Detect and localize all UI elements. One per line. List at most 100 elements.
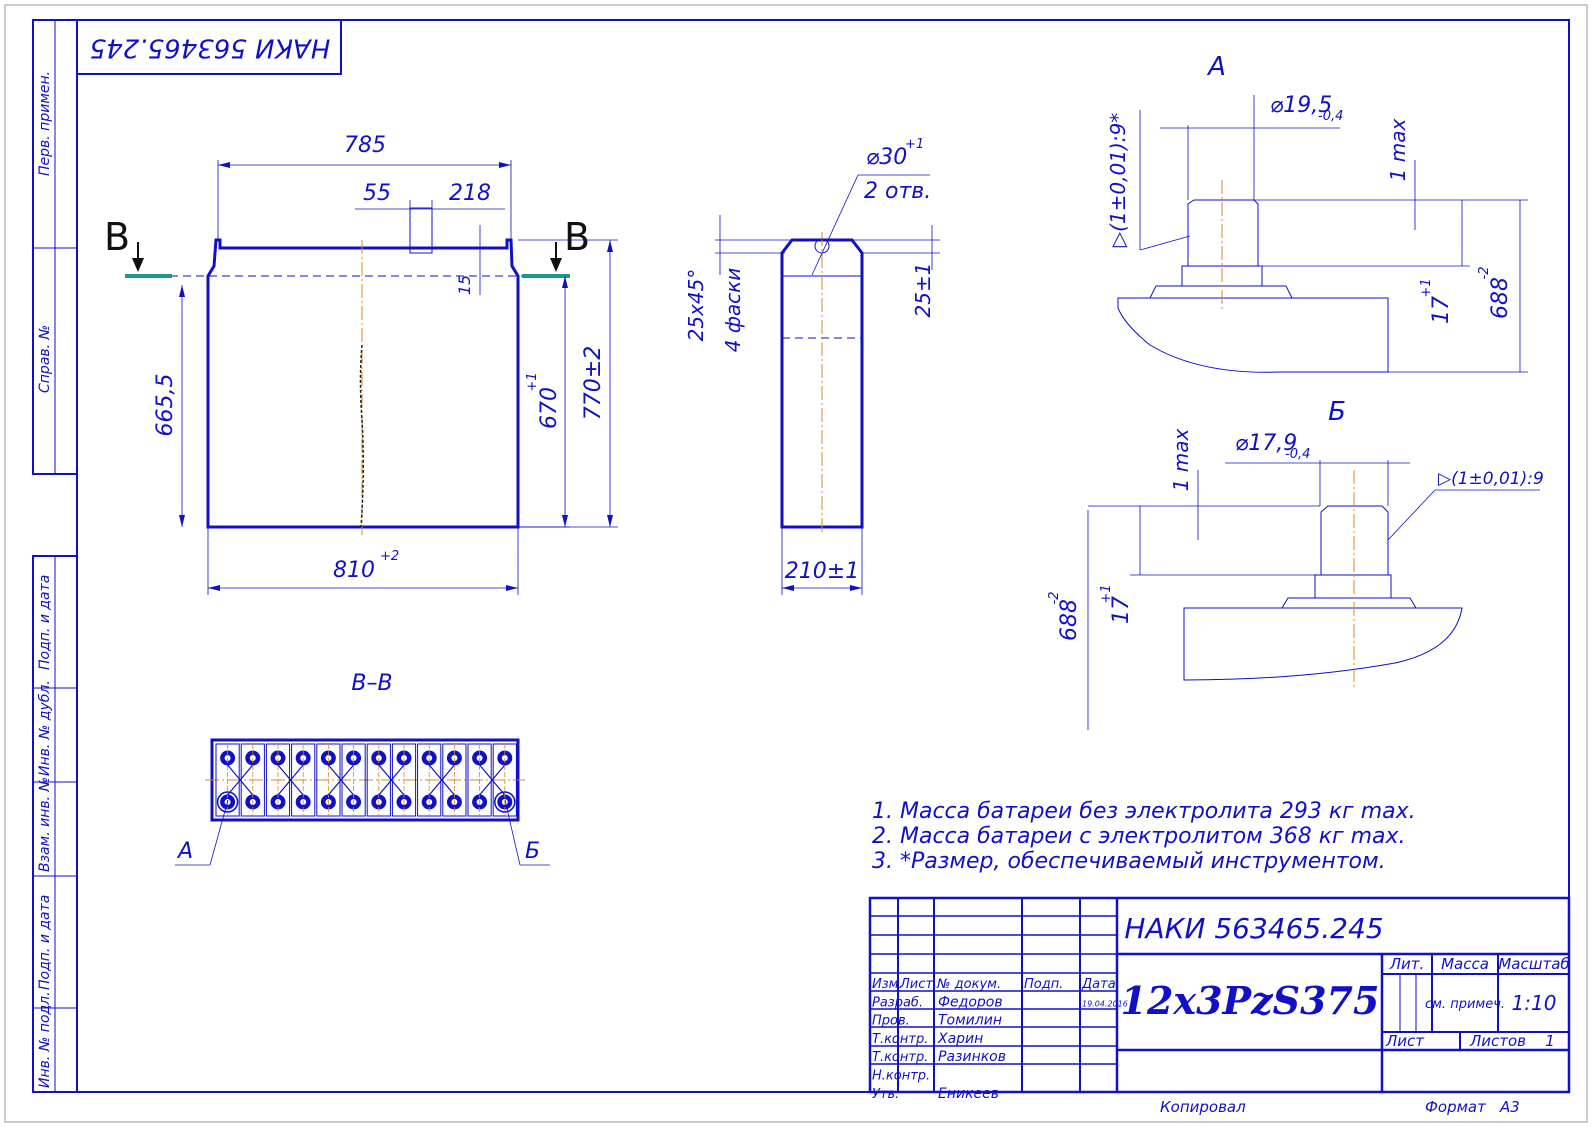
tb-role: Пров. <box>872 1014 910 1029</box>
scale-label: Масштаб <box>1498 955 1569 973</box>
section-cell <box>265 743 304 817</box>
tb-name: Харин <box>937 1031 983 1047</box>
format-label: Формат <box>1425 1098 1487 1116</box>
dim-810-tol: +2 <box>380 549 399 564</box>
outer-border <box>4 4 1588 1123</box>
section-cell <box>492 743 517 817</box>
strip-label-sprav: Справ. № <box>37 325 53 393</box>
dim-25: 25±1 <box>911 263 935 318</box>
strip-label-podp-2: Подп. и дата <box>37 895 53 990</box>
leader-b-label: Б <box>525 839 540 864</box>
leader-a-label: А <box>176 839 193 864</box>
strip-label-inv-podl: Инв. № подл. <box>37 991 53 1088</box>
section-cell <box>467 743 506 817</box>
dim-670-tol: +1 <box>525 372 540 391</box>
format-value: A3 <box>1499 1098 1520 1116</box>
detail-b-h688: 688 <box>1057 599 1082 641</box>
detail-b: Б ⌀17,9 -0,4 1 max 17 +1 688 -2 ▷(1±0,01… <box>1047 397 1544 730</box>
detail-a-max: 1 max <box>1386 119 1410 182</box>
tb-col-header: № докум. <box>936 977 1001 992</box>
detail-b-diam-tol: -0,4 <box>1285 447 1310 462</box>
section-cells <box>215 743 517 817</box>
section-mark-left: В <box>104 215 130 259</box>
tb-role: Утв. <box>872 1087 899 1102</box>
tb-role: Н.контр. <box>872 1069 930 1084</box>
dim-210: 210±1 <box>785 559 859 584</box>
tb-date: 19.04.2016 <box>1082 999 1128 1008</box>
hole-count: 2 отв. <box>864 179 931 204</box>
mass-value: см. примеч. <box>1425 997 1505 1012</box>
front-view: В В 785 55 218 15 665,5 670 +1 770±2 <box>104 133 618 595</box>
tb-role: Т.контр. <box>872 1050 928 1065</box>
tb-name: Разинков <box>938 1049 1006 1065</box>
mass-label: Масса <box>1441 955 1489 973</box>
section-cell <box>316 743 355 817</box>
detail-b-max: 1 max <box>1169 429 1193 492</box>
section-cell <box>341 743 366 817</box>
detail-b-taper: ▷(1±0,01):9 <box>1438 469 1544 489</box>
section-title: В–В <box>351 671 392 696</box>
note-2: 2. Масса батареи с электролитом 368 кг m… <box>872 824 1406 849</box>
doc-code-rotated: НАКИ 563465.245 <box>90 33 331 63</box>
detail-a-h17-tol: +1 <box>1419 278 1434 297</box>
detail-b-h17: 17 <box>1109 596 1134 624</box>
dim-218: 218 <box>449 181 491 206</box>
tb-col-header: Подп. <box>1024 977 1063 992</box>
title-doc-code: НАКИ 563465.245 <box>1124 912 1383 945</box>
strip-label-perv: Перв. примен. <box>37 71 53 176</box>
side-view: ⌀30 +1 2 отв. 25х45° 4 фаски 25±1 210±1 <box>684 137 940 595</box>
note-3: 3. *Размер, обеспечиваемый инструментом. <box>872 849 1386 874</box>
section-view: В–В А Б <box>175 671 550 866</box>
copied-label: Копировал <box>1160 1098 1246 1116</box>
product-name: 12х3PzS375 <box>1121 978 1380 1023</box>
dim-15: 15 <box>455 275 474 295</box>
section-cell <box>391 743 417 817</box>
detail-a-diam-tol: -0,4 <box>1318 109 1343 124</box>
tb-col-header: Дата <box>1081 977 1116 992</box>
terminal-b <box>494 791 516 813</box>
lit-label: Лит. <box>1389 955 1425 973</box>
sheets-label: Листов <box>1469 1032 1526 1050</box>
scale-value: 1:10 <box>1512 991 1557 1015</box>
section-cell <box>442 743 467 817</box>
tb-name: Еникеев <box>938 1086 999 1102</box>
detail-a-h17: 17 <box>1429 296 1454 324</box>
detail-b-diam: ⌀17,9 <box>1235 431 1297 456</box>
detail-a-h688: 688 <box>1488 277 1513 319</box>
notes: 1. Масса батареи без электролита 293 кг … <box>872 799 1416 874</box>
strip-label-podp-1: Подп. и дата <box>37 575 53 670</box>
detail-a-h688-tol: -2 <box>1477 267 1492 280</box>
detail-b-title: Б <box>1328 397 1346 427</box>
hole-diam-tol: +1 <box>905 137 924 152</box>
section-cell <box>240 743 265 817</box>
section-cell <box>291 743 316 817</box>
sheets-value: 1 <box>1545 1032 1555 1050</box>
tb-role: Разраб. <box>872 995 923 1010</box>
terminal-a <box>216 791 239 813</box>
detail-a-title: А <box>1206 52 1226 82</box>
tb-name: Федоров <box>938 994 1003 1010</box>
dim-665-5: 665,5 <box>153 374 178 437</box>
dim-670: 670 <box>537 387 562 429</box>
dim-55: 55 <box>363 181 391 206</box>
section-mark-right: В <box>564 215 590 259</box>
chamfer-size: 25х45° <box>684 269 708 342</box>
detail-b-h688-tol: -2 <box>1047 592 1062 605</box>
tb-role: Т.контр. <box>872 1032 928 1047</box>
dim-770: 770±2 <box>581 346 606 420</box>
detail-a-taper: ▷(1±0,01):9* <box>1106 113 1130 247</box>
doc-code-rotated-box: НАКИ 563465.245 <box>76 19 342 75</box>
strip-label-vzam: Взам. инв. № <box>37 777 53 872</box>
dim-810: 810 <box>333 558 375 583</box>
tb-col-header: Лист <box>899 977 933 992</box>
tb-name: Томилин <box>938 1013 1002 1029</box>
sheet-label: Лист <box>1385 1032 1425 1050</box>
detail-b-h17-tol: +1 <box>1099 584 1114 603</box>
side-strip: Перв. примен. Справ. № Подп. и дата Инв.… <box>32 19 78 1093</box>
dim-785: 785 <box>344 133 386 158</box>
section-cell <box>417 743 455 817</box>
note-1: 1. Масса батареи без электролита 293 кг … <box>872 799 1416 824</box>
tb-col-header: Изм. <box>872 977 903 992</box>
